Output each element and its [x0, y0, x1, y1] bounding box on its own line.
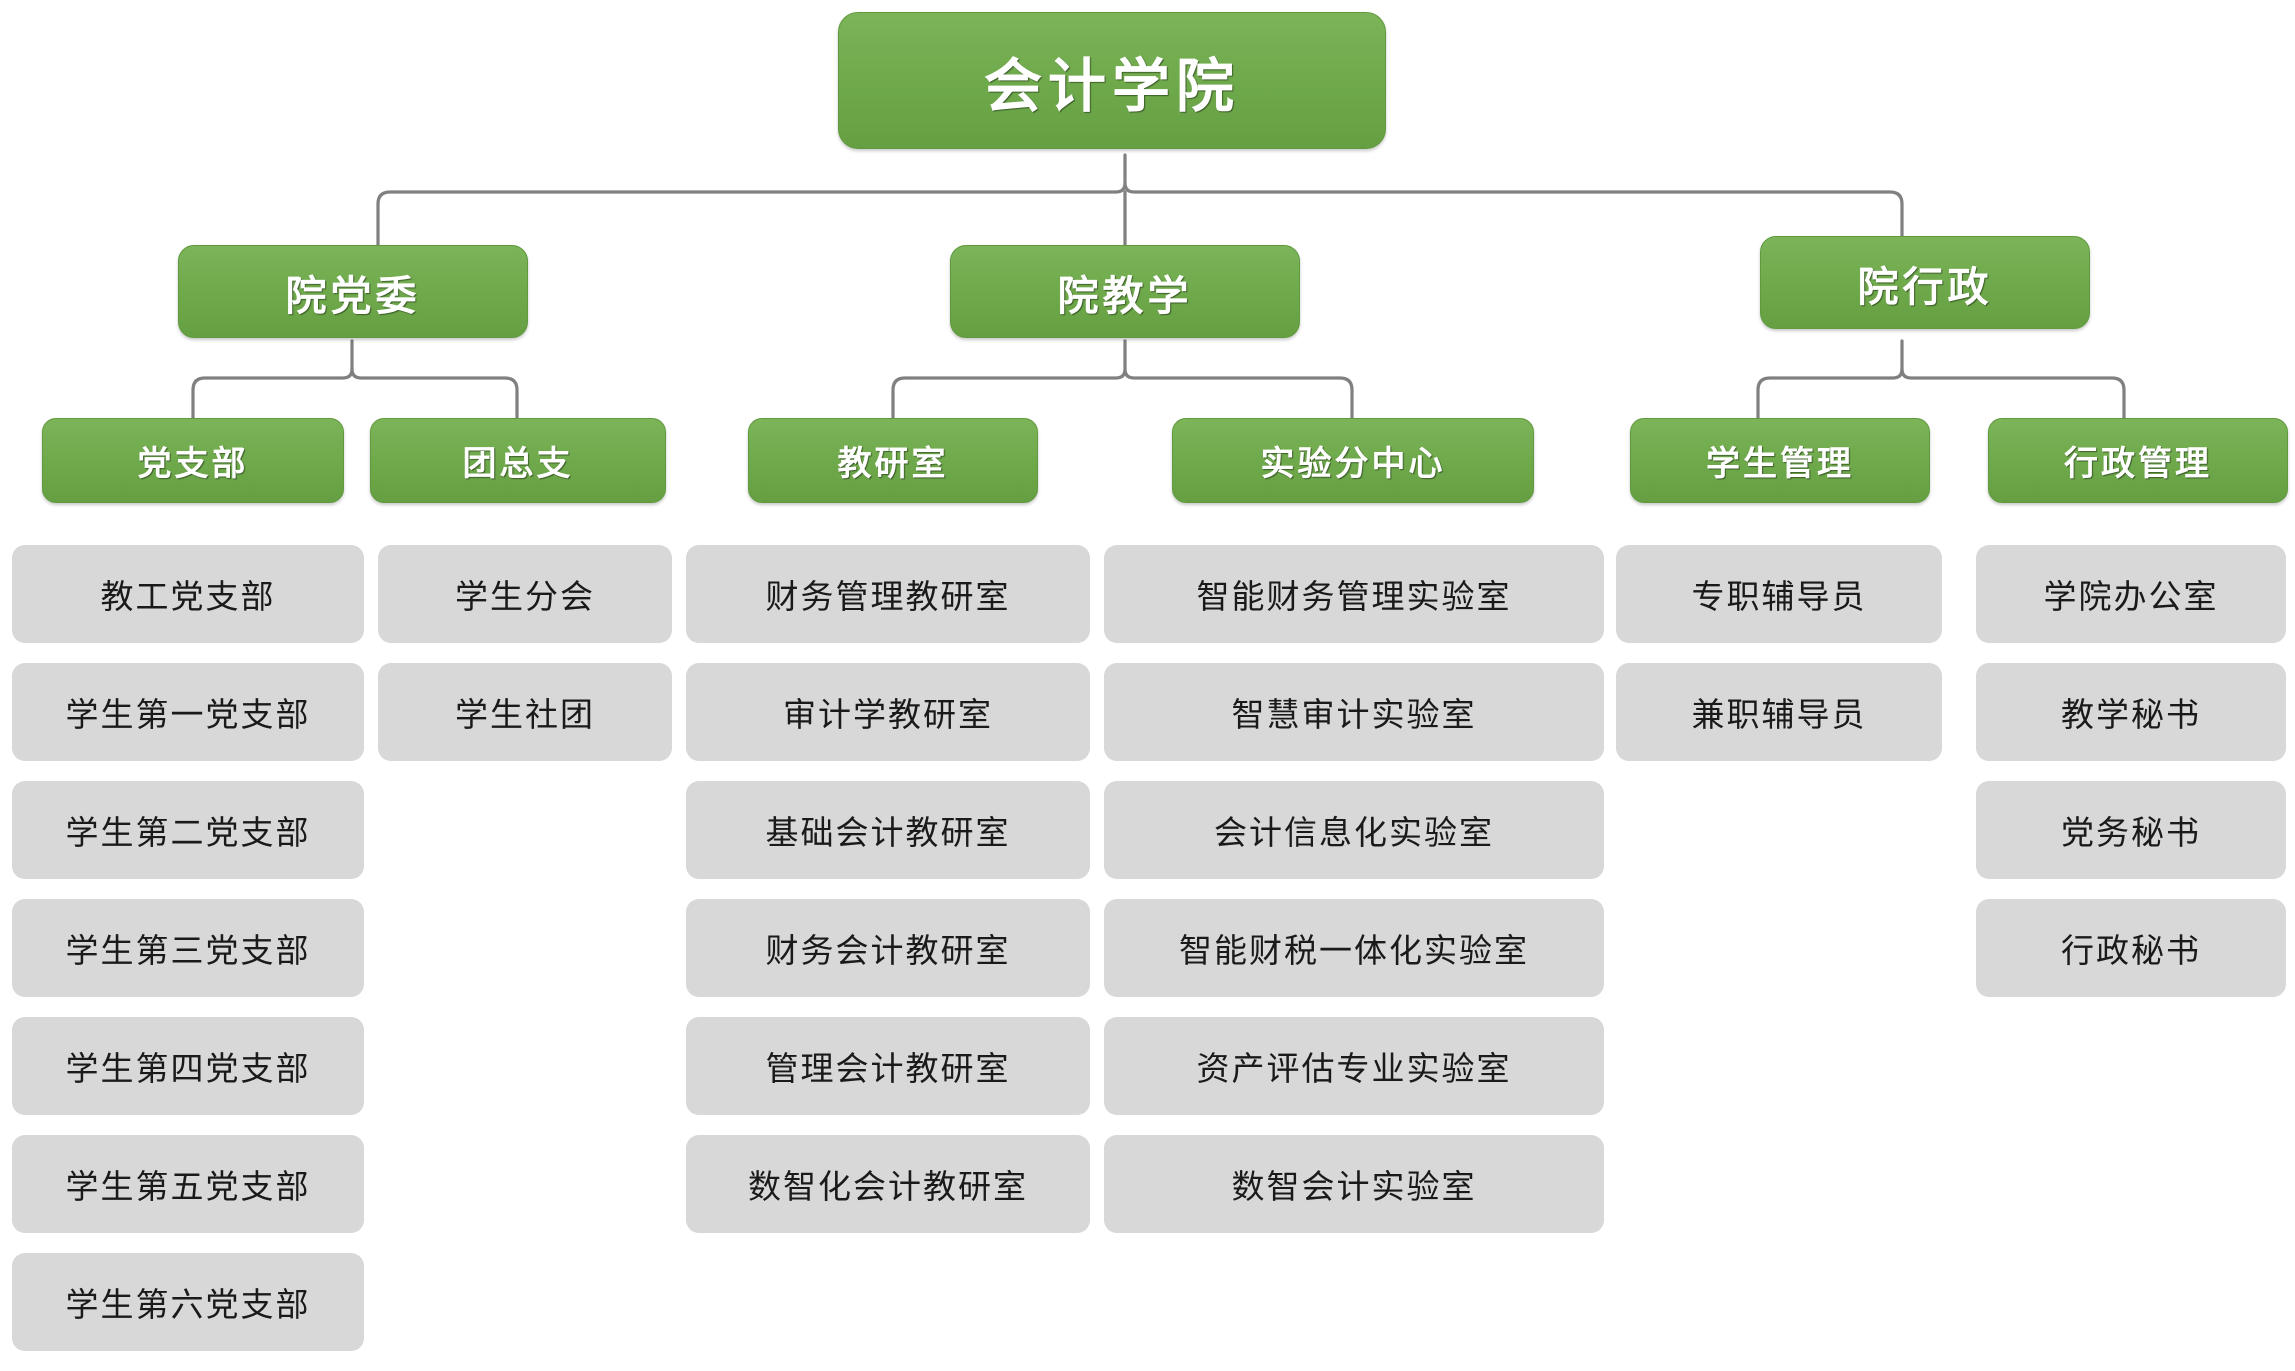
connector-jiaoxue-right: [1123, 367, 1354, 422]
list-item[interactable]: 教学秘书: [1976, 663, 2286, 761]
list-item[interactable]: 学生第一党支部: [12, 663, 364, 761]
node-branch-header-shiyanfenzhongxin[interactable]: 实验分中心: [1172, 418, 1534, 503]
list-item[interactable]: 管理会计教研室: [686, 1017, 1090, 1115]
list-item[interactable]: 学生第五党支部: [12, 1135, 364, 1233]
node-tier2-yuanjiaoxue[interactable]: 院教学: [950, 245, 1300, 338]
node-branch-header-xingzhengguanli[interactable]: 行政管理: [1988, 418, 2288, 503]
connector-root-to-tier2: [376, 153, 1127, 248]
list-item[interactable]: 专职辅导员: [1616, 545, 1942, 643]
connector-dangwei-right: [350, 367, 519, 422]
list-item[interactable]: 基础会计教研室: [686, 781, 1090, 879]
list-item[interactable]: 学生分会: [378, 545, 672, 643]
list-item[interactable]: 学生第四党支部: [12, 1017, 364, 1115]
list-item[interactable]: 数智化会计教研室: [686, 1135, 1090, 1233]
list-item[interactable]: 学院办公室: [1976, 545, 2286, 643]
node-root[interactable]: 会计学院: [838, 12, 1386, 149]
list-item[interactable]: 数智会计实验室: [1104, 1135, 1604, 1233]
list-item[interactable]: 智慧审计实验室: [1104, 663, 1604, 761]
node-tier2-yuanxingzheng[interactable]: 院行政: [1760, 236, 2090, 329]
connector-xingzheng-left: [1756, 339, 1904, 422]
list-item[interactable]: 学生第二党支部: [12, 781, 364, 879]
list-item[interactable]: 行政秘书: [1976, 899, 2286, 997]
connector-jiaoxue-left: [891, 339, 1127, 422]
list-item[interactable]: 审计学教研室: [686, 663, 1090, 761]
connector-dangwei-left: [191, 339, 354, 422]
list-item[interactable]: 财务会计教研室: [686, 899, 1090, 997]
node-branch-header-xueshengguanli[interactable]: 学生管理: [1630, 418, 1930, 503]
node-branch-header-tuanzongzhi[interactable]: 团总支: [370, 418, 666, 503]
node-branch-header-jiaoyanshi[interactable]: 教研室: [748, 418, 1038, 503]
list-item[interactable]: 学生第三党支部: [12, 899, 364, 997]
list-item[interactable]: 教工党支部: [12, 545, 364, 643]
list-item[interactable]: 学生第六党支部: [12, 1253, 364, 1351]
list-item[interactable]: 智能财务管理实验室: [1104, 545, 1604, 643]
node-branch-header-dangzhibu[interactable]: 党支部: [42, 418, 344, 503]
list-item[interactable]: 会计信息化实验室: [1104, 781, 1604, 879]
list-item[interactable]: 党务秘书: [1976, 781, 2286, 879]
list-item[interactable]: 财务管理教研室: [686, 545, 1090, 643]
list-item[interactable]: 智能财税一体化实验室: [1104, 899, 1604, 997]
list-item[interactable]: 资产评估专业实验室: [1104, 1017, 1604, 1115]
connector-xingzheng-right: [1900, 367, 2126, 422]
list-item[interactable]: 兼职辅导员: [1616, 663, 1942, 761]
node-tier2-yuandangwei[interactable]: 院党委: [178, 245, 528, 338]
list-item[interactable]: 学生社团: [378, 663, 672, 761]
